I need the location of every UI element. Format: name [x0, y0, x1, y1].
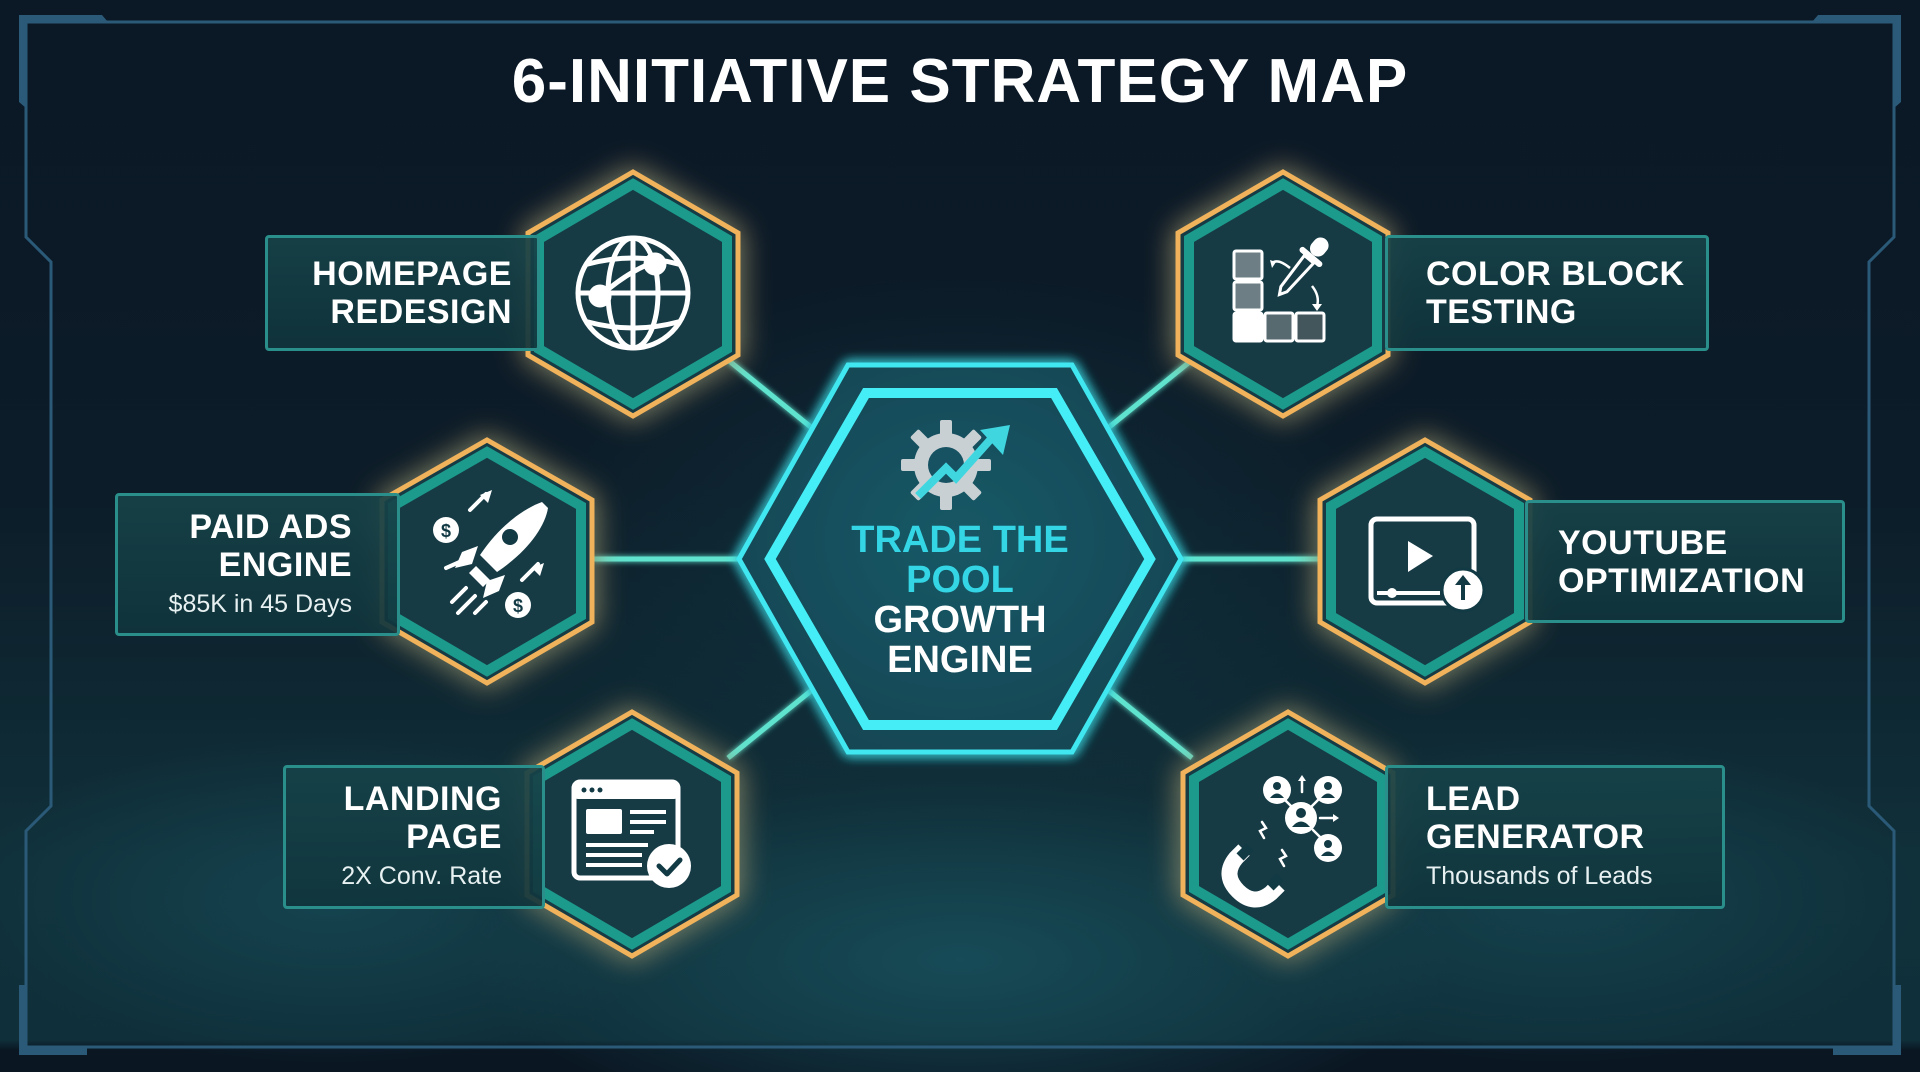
label-metric: $85K in 45 Days: [168, 589, 352, 618]
label-youtube-optimization[interactable]: YOUTUBE OPTIMIZATION: [1525, 500, 1845, 623]
center-hub-label[interactable]: TRADE THE POOL GROWTH ENGINE: [760, 520, 1160, 680]
svg-text:$: $: [513, 596, 523, 616]
color-swatch-dropper-icon: [1232, 237, 1329, 343]
frame-corner-accents: [19, 15, 1901, 1055]
rocket-dollar-icon: $ $: [433, 490, 548, 618]
center-title-line: GROWTH: [873, 599, 1047, 641]
label-paid-ads-engine[interactable]: PAID ADS ENGINE $85K in 45 Days: [115, 493, 400, 636]
label-lead-generator[interactable]: LEAD GENERATOR Thousands of Leads: [1385, 765, 1725, 909]
label-title: REDESIGN: [330, 293, 512, 331]
label-title: GENERATOR: [1426, 818, 1645, 856]
label-color-block-testing[interactable]: COLOR BLOCK TESTING: [1385, 235, 1709, 351]
label-title: YOUTUBE: [1558, 523, 1728, 562]
svg-text:$: $: [441, 521, 451, 541]
label-metric: 2X Conv. Rate: [341, 862, 502, 890]
center-title-line: ENGINE: [887, 639, 1033, 681]
page-title: 6-INITIATIVE STRATEGY MAP: [511, 47, 1409, 116]
label-title: TESTING: [1426, 293, 1577, 331]
label-title: HOMEPAGE: [312, 255, 512, 293]
center-hexagon: [736, 362, 1184, 755]
label-title: ENGINE: [218, 545, 352, 584]
label-title: LANDING: [343, 780, 502, 818]
label-title: COLOR BLOCK: [1426, 255, 1685, 293]
label-homepage-redesign[interactable]: HOMEPAGE REDESIGN: [265, 235, 540, 351]
center-title-line: TRADE THE: [851, 519, 1069, 561]
label-metric: Thousands of Leads: [1426, 862, 1653, 890]
webpage-check-icon: [571, 779, 691, 888]
video-upload-icon: [1368, 516, 1486, 613]
label-title: LEAD: [1426, 780, 1521, 818]
globe-network-icon: [575, 235, 691, 351]
connector-lines: [593, 358, 1328, 760]
center-title-line: POOL: [906, 559, 1014, 601]
label-title: PAID ADS: [189, 507, 352, 546]
label-landing-page[interactable]: LANDING PAGE 2X Conv. Rate: [283, 765, 545, 909]
label-title: PAGE: [406, 818, 502, 856]
label-title: OPTIMIZATION: [1558, 561, 1806, 600]
magnet-users-icon: [1221, 775, 1342, 908]
gear-growth-arrow-icon: [901, 420, 1010, 510]
